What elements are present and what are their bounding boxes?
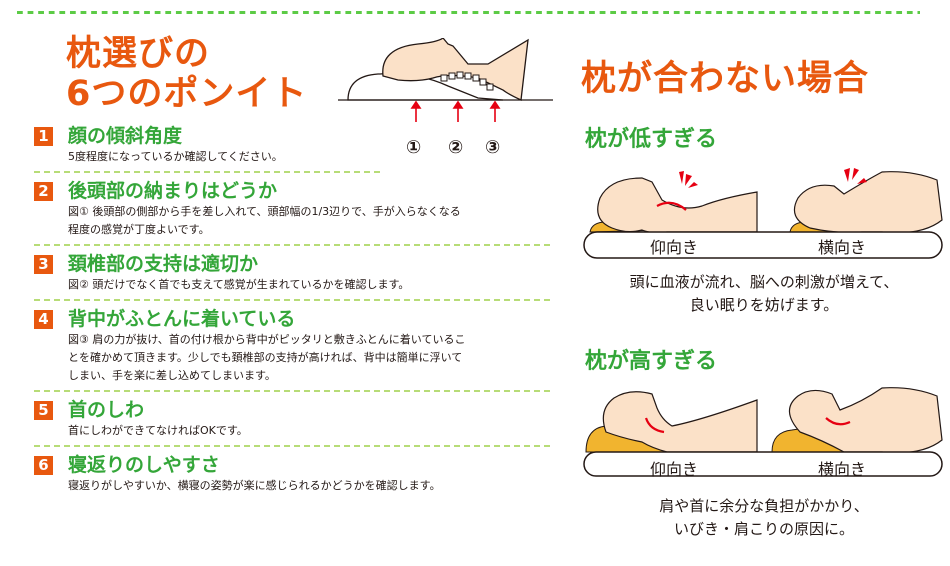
main-title: 枕選びの 6つのポンイト <box>66 34 307 114</box>
point-item-1: 1 顔の傾斜角度 5度程度になっているか確認してください。 <box>34 124 554 166</box>
point-heading: 寝返りのしやすさ <box>68 454 220 476</box>
point-body: 首にしわができてなければOKです。 <box>68 424 248 437</box>
point-item-6: 6 寝返りのしやすさ 寝返りがしやすいか、横寝の姿勢が楽に感じられるかどうかを確… <box>34 453 554 495</box>
dashed-divider <box>34 445 554 447</box>
number-badge: 1 <box>34 127 53 146</box>
number-badge: 3 <box>34 255 53 274</box>
number-badge: 2 <box>34 182 53 201</box>
pillow-points-list: 1 顔の傾斜角度 5度程度になっているか確認してください。 2 後頭部の納まりは… <box>34 124 554 495</box>
too-low-illustration: 仰向き 横向き <box>582 160 944 264</box>
label-side: 横向き <box>818 238 867 257</box>
too-low-heading: 枕が低すぎる <box>585 127 718 152</box>
point-heading: 頚椎部の支持は適切か <box>68 253 259 275</box>
point-heading: 後頭部の納まりはどうか <box>68 180 278 202</box>
pillow-support-diagram: ① ② ③ <box>338 37 553 172</box>
mismatch-title: 枕が合わない場合 <box>581 59 870 99</box>
label-supine: 仰向き <box>650 238 699 257</box>
main-title-line1: 枕選びの <box>66 34 211 74</box>
dashed-divider <box>34 390 554 392</box>
top-dashed-divider <box>17 11 920 14</box>
point-body: 図③ 肩の力が抜け、首の付け根から背中がピッタリと敷きふとんに着いていることを確… <box>68 333 466 382</box>
point-body: 図① 後頭部の側部から手を差し入れて、頭部幅の1/3辺りで、手が入らなくなる程度… <box>68 205 461 236</box>
too-high-heading: 枕が高すぎる <box>585 349 718 374</box>
point-body: 寝返りがしやすいか、横寝の姿勢が楽に感じられるかどうかを確認します。 <box>68 479 441 492</box>
number-badge: 4 <box>34 310 53 329</box>
marker-1: ① <box>406 137 422 158</box>
point-item-3: 3 頚椎部の支持は適切か 図② 頭だけでなく首でも支えて感覚が生まれているかを確… <box>34 252 554 294</box>
dashed-divider <box>34 244 554 246</box>
point-heading: 首のしわ <box>68 399 145 421</box>
point-heading: 背中がふとんに着いている <box>68 308 296 330</box>
number-badge: 5 <box>34 401 53 420</box>
dashed-divider <box>34 171 384 173</box>
main-title-line2: 6つのポンイト <box>66 74 308 114</box>
marker-2: ② <box>448 137 464 158</box>
point-body: 5度程度になっているか確認してください。 <box>68 150 283 163</box>
marker-3: ③ <box>485 137 501 158</box>
label-supine: 仰向き <box>650 460 699 479</box>
point-item-5: 5 首のしわ 首にしわができてなければOKです。 <box>34 398 554 440</box>
point-item-2: 2 後頭部の納まりはどうか 図① 後頭部の側部から手を差し入れて、頭部幅の1/3… <box>34 179 554 239</box>
point-item-4: 4 背中がふとんに着いている 図③ 肩の力が抜け、首の付け根から背中がピッタリと… <box>34 307 554 385</box>
number-badge: 6 <box>34 456 53 475</box>
dashed-divider <box>34 299 554 301</box>
label-side: 横向き <box>818 460 867 479</box>
too-high-caption: 肩や首に余分な負担がかかり、 いびき・肩こりの原因に。 <box>659 497 869 538</box>
too-low-caption: 頭に血液が流れ、脳への刺激が増えて、 良い眠りを妨げます。 <box>629 273 899 314</box>
point-body: 図② 頭だけでなく首でも支えて感覚が生まれているかを確認します。 <box>68 278 410 291</box>
too-high-illustration: 仰向き 横向き <box>582 380 944 484</box>
point-heading: 顔の傾斜角度 <box>68 125 183 147</box>
